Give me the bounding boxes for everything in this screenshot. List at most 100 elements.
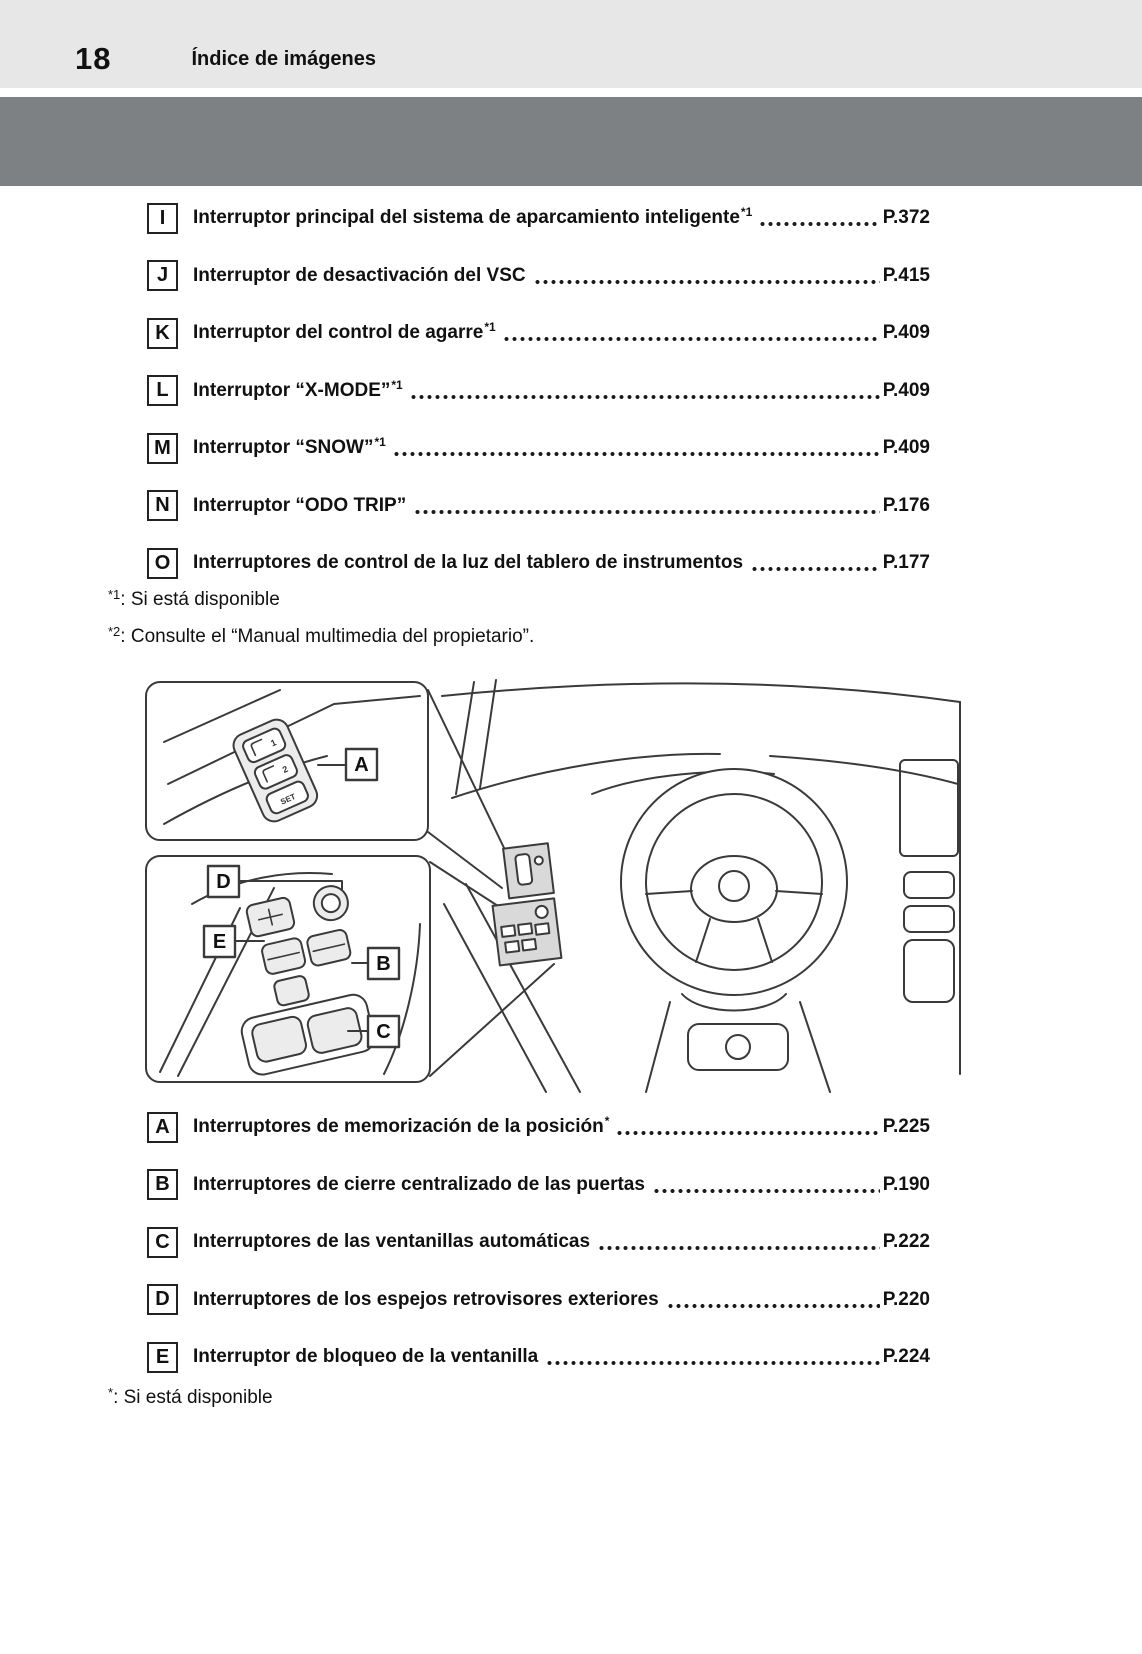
- seat-memory-switch: [232, 718, 319, 823]
- window-switch: [306, 1007, 363, 1054]
- display-screen: [899, 759, 959, 857]
- page-header: 18 Índice de imágenes: [0, 0, 1142, 88]
- seat-memory-inset: [145, 681, 429, 841]
- footnote-marker: *1: [108, 587, 121, 602]
- air-vent: [903, 871, 955, 899]
- index-item-label: Interruptor del control de agarre*1: [193, 320, 496, 343]
- dot-leader: [392, 433, 880, 463]
- index-letter-badge: K: [147, 317, 178, 349]
- steering-wheel: [620, 768, 848, 996]
- index-letter-badge: N: [147, 490, 178, 521]
- index-item: M Interruptor “SNOW”*1 P.409: [147, 432, 930, 464]
- index-page-ref: P.224: [882, 1346, 930, 1367]
- index-page-ref: P.409: [882, 322, 930, 343]
- index-letter-badge: J: [147, 260, 178, 291]
- seat-memory-pos2-label: 2: [281, 764, 290, 775]
- index-letter-badge: C: [147, 1226, 178, 1258]
- seat-icon: [262, 765, 275, 783]
- index-item-label: Interruptores de los espejos retrovisore…: [193, 1288, 659, 1310]
- side-console: [903, 939, 955, 1003]
- index-letter-badge: B: [147, 1169, 178, 1200]
- index-item-label: Interruptor “SNOW”*1: [193, 435, 386, 458]
- interior-drawing-svg: A D E B C 1 2 SET: [145, 679, 961, 1093]
- index-page-ref: P.177: [882, 552, 930, 573]
- footnote-text: : Consulte el “Manual multimedia del pro…: [120, 626, 535, 647]
- index-page-ref: P.220: [882, 1288, 930, 1310]
- footnote: *1: Si está disponible: [108, 586, 534, 614]
- index-item-label: Interruptores de control de la luz del t…: [193, 552, 744, 573]
- diagram-labels: A D E B C 1 2 SET: [213, 737, 391, 1043]
- callout-label-e: E: [213, 931, 226, 953]
- footnote-text: : Si está disponible: [120, 589, 280, 610]
- index-list-bottom: A Interruptores de memorización de la po…: [147, 1111, 930, 1400]
- callout-box-b: [366, 946, 401, 981]
- index-page-ref: P.190: [882, 1173, 930, 1195]
- index-letter-badge: E: [147, 1341, 178, 1373]
- index-item: D Interruptores de los espejos retroviso…: [147, 1284, 930, 1315]
- dot-leader: [414, 490, 880, 521]
- index-letter-badge: A: [147, 1111, 178, 1143]
- air-vent: [903, 905, 955, 933]
- callout-label-b: B: [376, 953, 390, 975]
- window-switch: [251, 1015, 307, 1063]
- index-item-label: Interruptores de las ventanillas automát…: [193, 1231, 591, 1252]
- index-item: N Interruptor “ODO TRIP” P.176: [147, 490, 930, 521]
- dot-leader: [409, 375, 880, 406]
- index-item: J Interruptor de desactivación del VSC P…: [147, 260, 930, 291]
- callout-box-c: [366, 1014, 401, 1049]
- door-switch-cluster: [240, 885, 375, 1076]
- index-page-ref: P.222: [882, 1231, 930, 1252]
- center-console: [687, 1023, 789, 1071]
- dot-leader: [616, 1112, 880, 1142]
- index-item-label: Interruptor “ODO TRIP”: [193, 494, 407, 516]
- index-item-label: Interruptor de desactivación del VSC: [193, 264, 526, 286]
- zoom-lines: [427, 689, 555, 1077]
- index-page-ref: P.372: [882, 207, 930, 228]
- footnote: *2: Consulte el “Manual multimedia del p…: [108, 623, 534, 651]
- footnote: *: Si está disponible: [108, 1384, 273, 1412]
- index-page-ref: P.409: [882, 437, 930, 458]
- index-item: O Interruptores de control de la luz del…: [147, 547, 930, 579]
- index-item-label: Interruptores de memorización de la posi…: [193, 1114, 610, 1137]
- page-number: 18: [75, 41, 112, 76]
- footnote-text: : Si está disponible: [113, 1387, 273, 1408]
- index-page-ref: P.415: [882, 264, 930, 286]
- window-lock-switch: [273, 975, 310, 1007]
- callout-label-a: A: [354, 754, 368, 776]
- footnotes-top: *1: Si está disponible *2: Consulte el “…: [108, 586, 534, 660]
- dot-leader: [598, 1227, 880, 1257]
- index-list-top: I Interruptor principal del sistema de a…: [147, 202, 930, 606]
- index-letter-badge: O: [147, 547, 178, 579]
- dot-leader: [751, 548, 880, 578]
- section-band: [0, 97, 1142, 186]
- callout-label-d: D: [216, 871, 230, 893]
- dot-leader: [652, 1169, 880, 1200]
- door-switches-inset: [145, 855, 431, 1083]
- main-interior: [441, 679, 961, 1093]
- index-letter-badge: L: [147, 375, 178, 406]
- shift-dial: [725, 1034, 751, 1060]
- dot-leader: [533, 260, 880, 291]
- index-item: I Interruptor principal del sistema de a…: [147, 202, 930, 234]
- callout-box-a: [344, 747, 379, 782]
- window-switch-location: [491, 897, 563, 967]
- index-item: K Interruptor del control de agarre*1 P.…: [147, 317, 930, 349]
- callout-box-e: [202, 924, 237, 959]
- index-page-ref: P.225: [882, 1116, 930, 1137]
- index-item: E Interruptor de bloqueo de la ventanill…: [147, 1341, 930, 1373]
- footnote-marker: *2: [108, 624, 121, 639]
- mirror-switch-location: [502, 842, 555, 900]
- index-item: A Interruptores de memorización de la po…: [147, 1111, 930, 1143]
- page-title: Índice de imágenes: [191, 48, 376, 70]
- index-letter-badge: M: [147, 432, 178, 464]
- index-page-ref: P.176: [882, 494, 930, 516]
- footnote-bottom: *: Si está disponible: [108, 1384, 273, 1421]
- index-letter-badge: D: [147, 1284, 178, 1315]
- dot-leader: [502, 318, 880, 348]
- callout-label-c: C: [376, 1021, 390, 1043]
- seat-icon: [250, 738, 263, 757]
- index-letter-badge: I: [147, 202, 178, 234]
- vehicle-interior-illustration: A D E B C 1 2 SET: [122, 672, 967, 1107]
- index-item: C Interruptores de las ventanillas autom…: [147, 1226, 930, 1258]
- index-item-label: Interruptor principal del sistema de apa…: [193, 205, 753, 228]
